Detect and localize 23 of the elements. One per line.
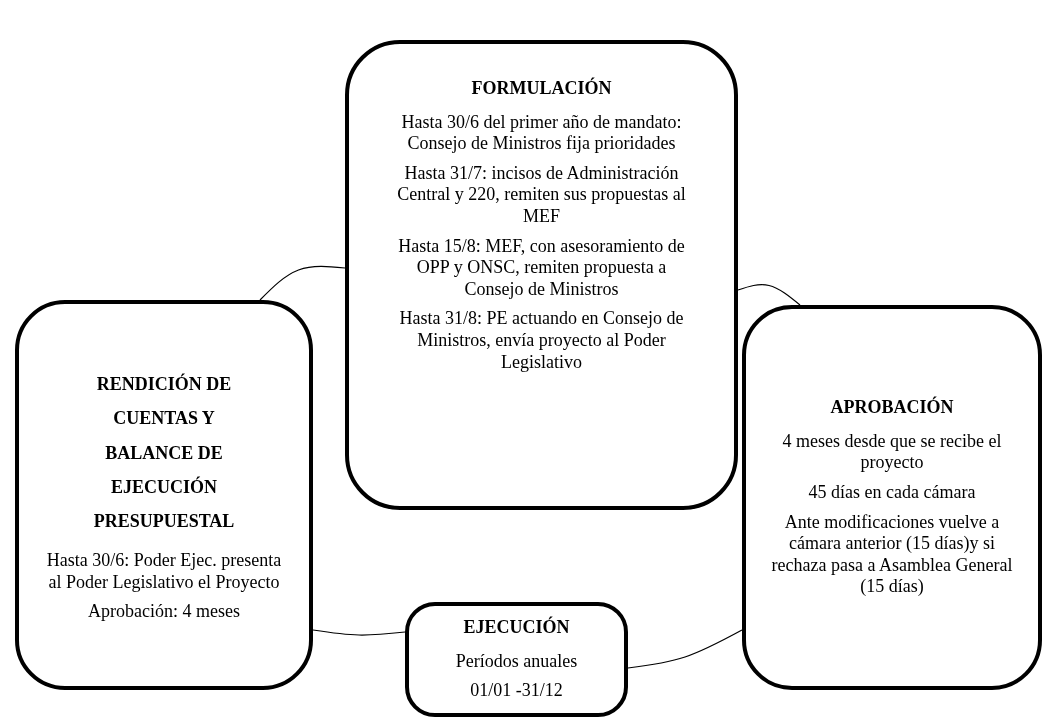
- connector-arc: [259, 265, 346, 301]
- stage-description: 4 meses desde que se recibe el proyecto: [781, 430, 1003, 474]
- stage-box: [742, 305, 1042, 690]
- stage-box: [15, 300, 313, 690]
- stage-description: Aprobación: 4 meses: [88, 601, 240, 623]
- stage-title: EJECUCIÓN: [463, 617, 570, 639]
- stage-description: Hasta 30/6: Poder Ejec. presenta al Poder Legislativo el Proyecto: [45, 550, 283, 594]
- stage-description: Períodos anuales: [455, 650, 578, 673]
- stage-description: 01/01 -31/12: [470, 680, 563, 702]
- stage-description: Hasta 31/7: incisos de Administración Central y 220, remiten sus propuestas al MEF: [397, 162, 686, 228]
- stage-description: Hasta 15/8: MEF, con asesoramiento de OPP y ONSC, remiten propuesta a Consejo de Ministros: [397, 235, 686, 301]
- stage-description: Hasta 31/8: PE actuando en Consejo de Ministros, envía proyecto al Poder Legislativo: [398, 308, 685, 374]
- stage-title: FORMULACIÓN: [471, 78, 612, 100]
- stage-description: Ante modificaciones vuelve a cámara anterior (15 días)y si rechaza pasa a Asamblea General (15 días): [770, 511, 1014, 598]
- stage-title: APROBACIÓN: [830, 397, 954, 419]
- stage-box: [345, 40, 738, 510]
- connector-arc: [737, 284, 801, 306]
- stage-description: 45 días en cada cámara: [808, 481, 976, 504]
- connector-arc: [312, 629, 406, 636]
- stage-title: RENDICIÓN DE CUENTAS Y BALANCE DE EJECUCIÓN PRESUPUESTAL: [92, 372, 236, 533]
- stage-box: [405, 602, 628, 717]
- connector-arc: [627, 629, 743, 669]
- stage-description: Hasta 30/6 del primer año de mandato: Consejo de Ministros fija prioridades: [400, 111, 683, 155]
